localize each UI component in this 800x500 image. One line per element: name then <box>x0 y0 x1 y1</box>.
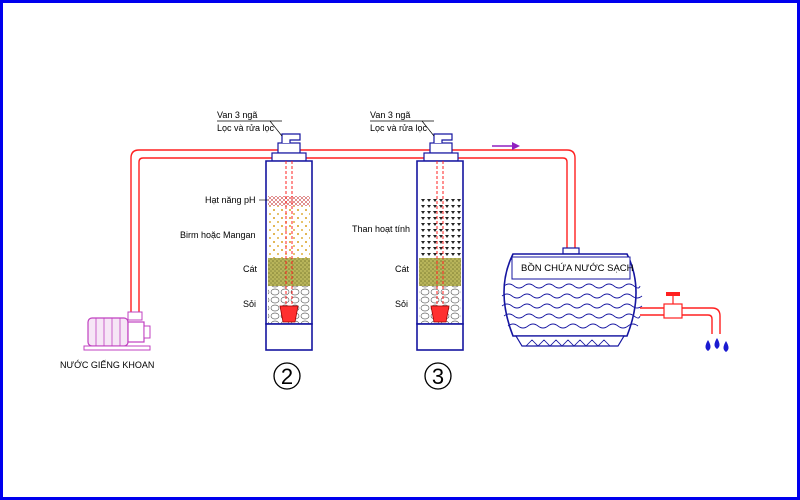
clean-water-tank <box>501 247 643 347</box>
pump <box>83 311 151 351</box>
filter-3-sand-layer <box>419 258 461 286</box>
filter-2-strainer <box>279 305 299 323</box>
filter-2-sand-label: Cát <box>243 264 258 274</box>
valve-2-label-top: Van 3 ngã <box>217 110 257 120</box>
filter-3-sand-label: Cát <box>395 264 410 274</box>
filter-3-strainer <box>430 305 450 323</box>
filter-2-birm-layer <box>268 206 310 258</box>
filter-2 <box>265 133 313 351</box>
filter-3-carbon-label: Than hoạt tính <box>352 224 410 234</box>
water-drops <box>705 338 729 352</box>
valve-3-label-bottom: Lọc và rửa lọc <box>370 123 428 133</box>
filter-2-ph-layer <box>268 196 310 206</box>
filter-3-gravel-label: Sỏi <box>395 299 408 309</box>
outlet-valve <box>663 292 683 319</box>
filter-2-number-circle <box>273 362 301 390</box>
tank-stand <box>514 335 626 347</box>
outlet-pipe <box>640 307 721 334</box>
filter-3-number-circle <box>424 362 452 390</box>
filter-3-base <box>416 323 464 351</box>
valve-2-handle <box>281 133 301 143</box>
filter-2-number: 2 <box>281 364 293 389</box>
filter-2-ph-label: Hạt năng pH <box>205 195 256 205</box>
flow-arrow <box>492 142 520 150</box>
filter-3 <box>416 133 464 351</box>
filter-2-gravel-label: Sỏi <box>243 299 256 309</box>
filter-2-birm-label: Birm hoặc Mangan <box>180 230 256 240</box>
main-pipe <box>130 149 576 318</box>
filter-2-base <box>265 323 313 351</box>
pump-label: NƯỚC GIẾNG KHOAN <box>60 360 154 370</box>
valve-3-body <box>429 142 453 154</box>
filter-3-number: 3 <box>432 364 444 389</box>
valve-3-label-top: Van 3 ngã <box>370 110 410 120</box>
tank-label-box <box>511 256 631 280</box>
tank-water-waves <box>501 283 643 329</box>
valve-2-label-bottom: Lọc và rửa lọc <box>217 123 275 133</box>
filter-3-carbon-layer <box>419 196 461 258</box>
filter-2-sand-layer <box>268 258 310 286</box>
valve-3-handle <box>433 133 453 143</box>
tank-label: BỒN CHỨA NƯỚC SẠCH <box>521 262 634 274</box>
valve-2-body <box>277 142 301 154</box>
